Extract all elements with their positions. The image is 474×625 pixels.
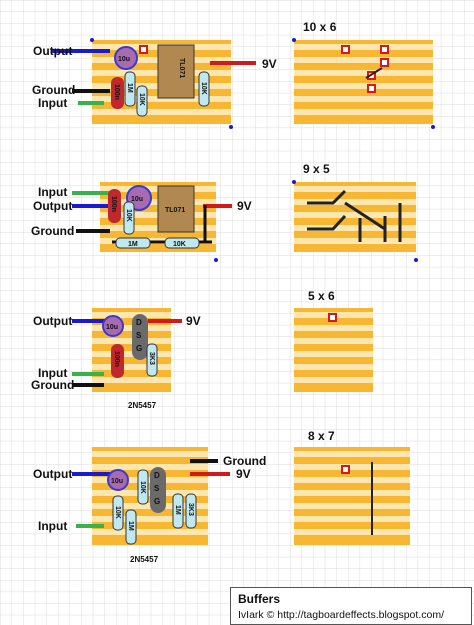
board-3-output-label: Output <box>33 314 72 328</box>
board-4-jfet-s: S <box>154 484 160 493</box>
board-4-part-label: 2N5457 <box>130 555 159 564</box>
board-3-supply-label: 9V <box>186 314 201 328</box>
board-3-jfet-s: S <box>136 331 142 340</box>
board-3-jfet-g: G <box>136 344 142 353</box>
board-1-supply-label: 9V <box>262 57 277 71</box>
board-2-resistor-1 <box>123 201 135 235</box>
board-3-input-label: Input <box>38 366 67 380</box>
board-1-track-cut <box>139 45 148 54</box>
board-4-jfet-d: D <box>154 471 160 480</box>
board-4-res-4-label: 1M <box>174 505 181 515</box>
board-2-film-cap <box>108 189 121 223</box>
board-2-layout: TL071 100n 10u 10K 1M 10K Input Output G… <box>31 182 252 262</box>
board-4-res-3-label: 10K <box>139 481 146 494</box>
board-4-layout: 10u 10K 1M 10K D S G 1M 3K3 2N5457 Groun… <box>33 447 266 564</box>
board-2-ic <box>157 185 195 233</box>
board-4-size-label: 8 x 7 <box>308 429 335 443</box>
board-3-jfet-d: D <box>136 318 142 327</box>
board-1-corner-mark <box>229 125 233 129</box>
board-1-size-label: 10 x 6 <box>303 20 337 34</box>
board-2-res-3-label: 10K <box>173 241 186 248</box>
board-1-ic-label: TL071 <box>178 58 185 78</box>
board-3-ground-label: Ground <box>31 378 74 392</box>
board-2-resistor-2 <box>115 237 151 249</box>
board-3-res-label: 3K3 <box>148 352 155 365</box>
board-2-strip-view: 9 x 5 <box>292 162 418 262</box>
board-2-ground-label: Ground <box>31 224 74 238</box>
board-3-jfet <box>132 314 148 360</box>
board-1-strip-cut <box>380 58 389 67</box>
board-2-res-2-label: 1M <box>128 241 138 248</box>
board-4-res-1-label: 10K <box>114 506 121 519</box>
credit-title: Buffers <box>238 592 281 606</box>
board-1-resistor-3 <box>198 71 210 107</box>
board-1-resistor-1 <box>124 71 136 107</box>
board-1-output-label: Output <box>33 44 72 58</box>
board-4-supply-label: 9V <box>236 467 251 481</box>
board-3-cap-label: 10u <box>106 324 118 331</box>
board-3-layout: 10u 100n D S G 3K3 2N5457 Output 9V Inpu… <box>31 308 201 410</box>
board-1-layout: TL071 10u 100n 1M 10K 10K Output Ground … <box>32 38 277 129</box>
board-1-res-3-label: 10K <box>200 82 207 95</box>
board-1-electrolytic-cap <box>114 46 138 70</box>
board-1-strip-cut <box>380 45 389 54</box>
board-1-strip-cut <box>341 45 350 54</box>
board-3-film-cap-label: 100n <box>113 351 120 367</box>
board-4-res-5-label: 3K3 <box>187 503 194 516</box>
board-3-size-label: 5 x 6 <box>308 289 335 303</box>
board-1-input-label: Input <box>38 96 67 110</box>
board-4-strip-view: 8 x 7 <box>294 429 410 545</box>
board-1-res-2-label: 10K <box>138 93 145 106</box>
board-1-film-cap-label: 100n <box>113 84 120 100</box>
board-2-res-1-label: 10K <box>125 209 132 222</box>
board-4-ground-label: Ground <box>223 454 266 468</box>
board-2-input-label: Input <box>38 185 67 199</box>
board-2-output-label: Output <box>33 199 72 213</box>
board-2-strip-links <box>307 189 402 242</box>
board-1-strip-tracks <box>294 44 433 115</box>
credit-line: IvIark © http://tagboardeffects.blogspot… <box>238 609 444 621</box>
board-4-jfet-g: G <box>154 497 160 506</box>
board-1-res-1-label: 1M <box>126 83 133 93</box>
board-2-film-cap-label: 100n <box>110 196 117 212</box>
board-1-strip-view: 10 x 6 <box>292 20 435 129</box>
board-1-cap-label: 10u <box>118 56 130 63</box>
board-4-res-2-label: 1M <box>127 521 134 531</box>
board-2-resistor-3 <box>164 237 200 249</box>
credit-box: Buffers IvIark © http://tagboardeffects.… <box>230 587 472 625</box>
board-2-ic-label: TL071 <box>165 207 185 214</box>
board-2-size-label: 9 x 5 <box>303 162 330 176</box>
board-1-film-cap <box>111 77 124 109</box>
board-4-output-label: Output <box>33 467 72 481</box>
board-3-part-label: 2N5457 <box>128 401 157 410</box>
board-1-ic <box>157 44 195 99</box>
board-2-cap-label: 10u <box>131 196 143 203</box>
board-4-cap-label: 10u <box>111 478 123 485</box>
board-3-strip-view: 5 x 6 <box>294 289 373 392</box>
board-1-ground-label: Ground <box>32 83 75 97</box>
board-2-supply-label: 9V <box>237 199 252 213</box>
board-1-corner-mark <box>90 38 94 42</box>
board-1-strip-cut <box>367 84 376 93</box>
board-4-input-label: Input <box>38 519 67 533</box>
board-1-strip-link <box>365 67 383 79</box>
board-1-resistor-2 <box>136 85 148 117</box>
